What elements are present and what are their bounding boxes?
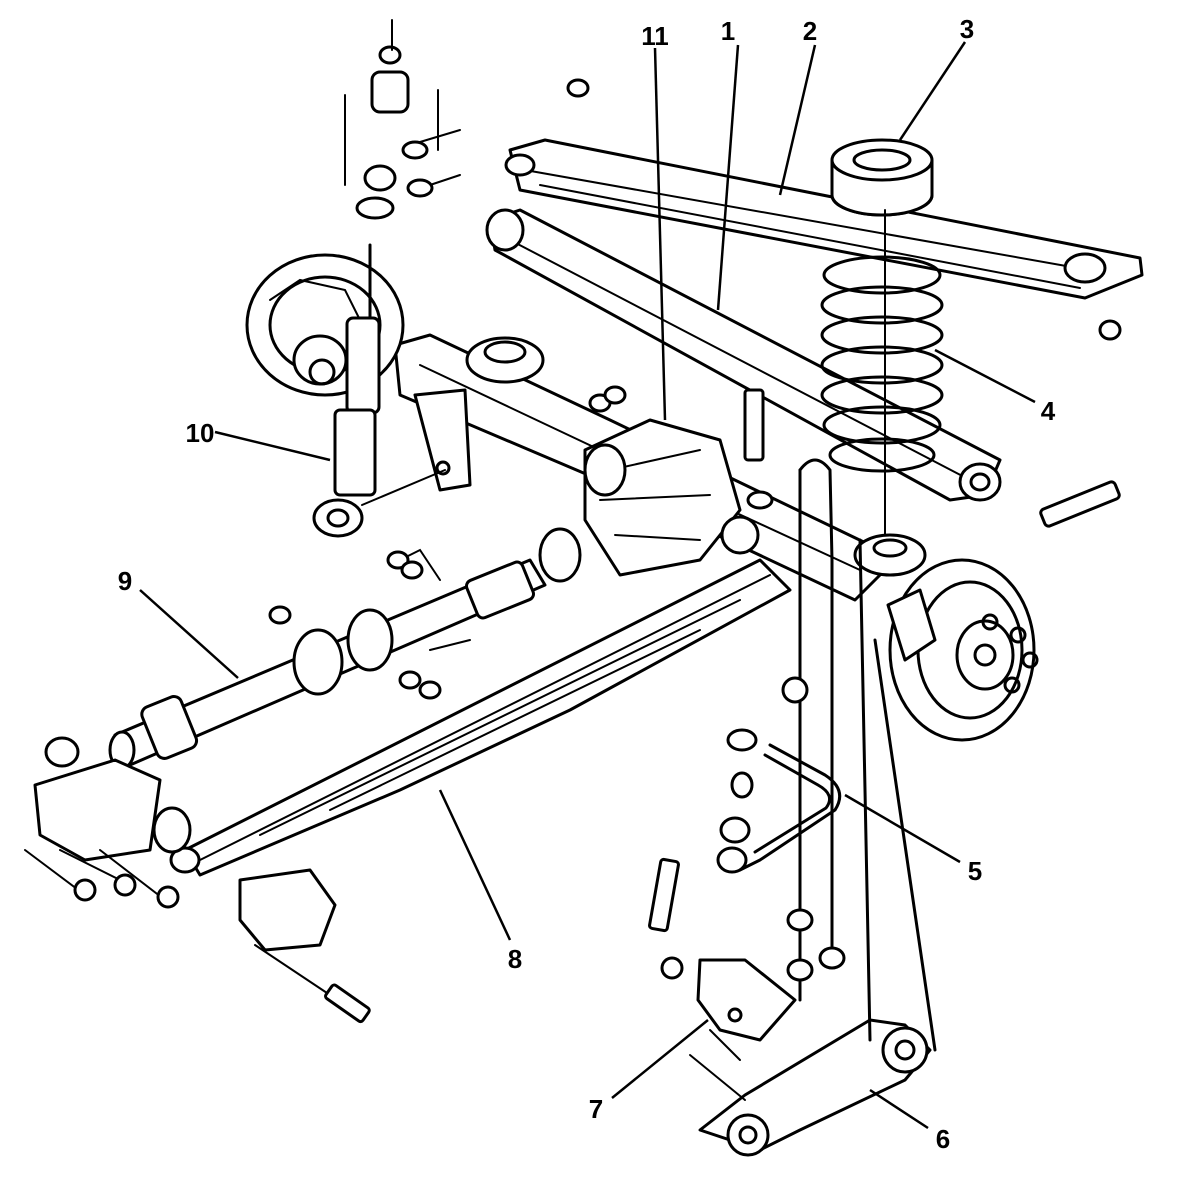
- callout-7: 7: [589, 1094, 603, 1124]
- leader-9: [139, 589, 239, 679]
- callout-leaders: [139, 41, 1036, 1130]
- leader-2: [778, 44, 817, 196]
- callout-10: 10: [186, 418, 215, 448]
- leader-4: [934, 348, 1036, 404]
- callout-5: 5: [968, 856, 982, 886]
- right-brake-rotor: [886, 558, 1039, 742]
- upper-control-arm: [504, 138, 1144, 300]
- coil-spring: [820, 209, 944, 541]
- leader-11: [653, 47, 667, 421]
- mounting-bracket: [689, 958, 797, 1101]
- spring-insulator: [830, 138, 934, 217]
- leader-5: [844, 793, 961, 864]
- leaf-spring: [169, 558, 792, 877]
- callout-4: 4: [1041, 396, 1056, 426]
- leader-3: [898, 41, 967, 141]
- leader-7: [611, 1019, 709, 1099]
- leader-1: [716, 44, 740, 311]
- trailing-arm: [698, 538, 937, 1157]
- propeller-shaft: [108, 527, 582, 770]
- spring-front-bracket: [24, 736, 361, 1016]
- callout-labels: 1 2 3 4 5 6 7 8 9 10 11: [118, 14, 1056, 1154]
- callout-6: 6: [936, 1124, 950, 1154]
- axle-housing: [393, 333, 927, 602]
- leader-10: [214, 430, 331, 462]
- shock-absorber: [312, 19, 461, 538]
- callout-8: 8: [508, 944, 522, 974]
- leader-6: [869, 1088, 929, 1130]
- leader-8: [438, 789, 512, 941]
- fasteners: [73, 78, 1122, 1024]
- callout-3: 3: [960, 14, 974, 44]
- callout-9: 9: [118, 566, 132, 596]
- callout-1: 1: [721, 16, 735, 46]
- callout-11: 11: [641, 21, 669, 51]
- callout-2: 2: [803, 16, 817, 46]
